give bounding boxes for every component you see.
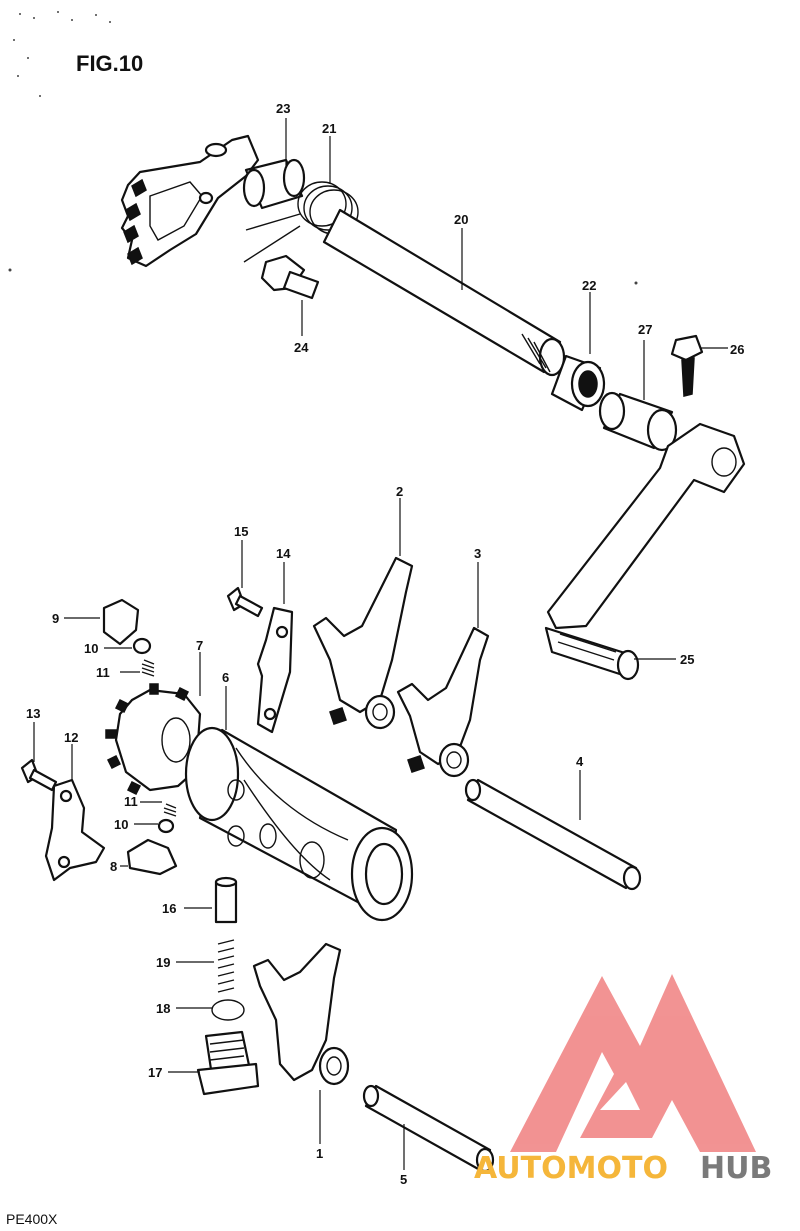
pawl-9 xyxy=(102,598,140,646)
part-label-18: 18 xyxy=(156,1001,170,1016)
pin-10-lower xyxy=(157,818,175,834)
part-label-13: 13 xyxy=(26,706,40,721)
part-label-16: 16 xyxy=(162,901,176,916)
watermark-logo xyxy=(510,974,756,1152)
shift-fork-shaft-5 xyxy=(362,1084,495,1173)
leader-lines xyxy=(33,118,728,1170)
kick-starter-lever-25 xyxy=(544,422,746,681)
part-label-2: 2 xyxy=(396,484,403,499)
part-label-14: 14 xyxy=(276,546,291,561)
part-label-7: 7 xyxy=(196,638,203,653)
cam-guide-plate-12 xyxy=(44,778,106,882)
part-label-10-lower: 10 xyxy=(114,817,128,832)
watermark-text-automoto: AUTOMOTO xyxy=(474,1151,668,1186)
model-code: PE400X xyxy=(6,1211,58,1227)
part-label-17: 17 xyxy=(148,1065,162,1080)
part-label-25: 25 xyxy=(680,652,694,667)
part-label-11-upper: 11 xyxy=(96,665,110,680)
part-label-11-lower: 11 xyxy=(124,794,138,809)
oil-seal-22 xyxy=(550,354,606,412)
part-label-20: 20 xyxy=(454,212,468,227)
part-label-15: 15 xyxy=(234,524,248,539)
spring-19 xyxy=(217,939,235,993)
bolt-24 xyxy=(260,254,320,300)
part-label-22: 22 xyxy=(582,278,596,293)
screw-13 xyxy=(20,758,58,792)
bolt-26 xyxy=(670,334,704,397)
part-label-1: 1 xyxy=(316,1146,323,1161)
scan-noise xyxy=(8,11,638,285)
stopper-16 xyxy=(214,876,238,924)
part-label-4: 4 xyxy=(576,754,584,769)
spacer-27 xyxy=(598,391,678,452)
pawl-8 xyxy=(126,838,178,876)
watermark-text-hub: HUB xyxy=(700,1151,772,1186)
screw-15 xyxy=(226,586,264,618)
figure-title: FIG.10 xyxy=(76,51,143,76)
plug-bolt-17 xyxy=(196,1030,260,1096)
cam-driven-gear-7 xyxy=(105,683,202,796)
spring-11-lower xyxy=(163,803,177,817)
gasket-18 xyxy=(211,999,245,1021)
part-label-10-upper: 10 xyxy=(84,641,98,656)
part-label-9: 9 xyxy=(52,611,59,626)
part-label-6: 6 xyxy=(222,670,229,685)
part-label-19: 19 xyxy=(156,955,170,970)
kick-shaft-20 xyxy=(322,208,566,377)
kick-ratchet-gear xyxy=(120,134,260,268)
shift-fork-2 xyxy=(312,556,414,730)
shift-fork-1 xyxy=(252,942,350,1086)
pin-10-upper xyxy=(132,637,152,655)
part-label-3: 3 xyxy=(474,546,481,561)
part-label-21: 21 xyxy=(322,121,336,136)
shift-fork-3 xyxy=(396,626,490,778)
part-label-12: 12 xyxy=(64,730,78,745)
stopper-plate-14 xyxy=(256,606,294,734)
part-label-23: 23 xyxy=(276,101,290,116)
part-label-24: 24 xyxy=(294,340,309,355)
part-label-5: 5 xyxy=(400,1172,407,1187)
kick-return-spring-21 xyxy=(243,181,359,263)
part-number-labels: 23 21 20 22 27 26 24 2 3 15 14 9 10 11 7… xyxy=(26,101,744,1187)
part-label-26: 26 xyxy=(730,342,744,357)
part-label-27: 27 xyxy=(638,322,652,337)
shaft-sleeve-23 xyxy=(242,158,306,210)
shift-fork-shaft-4 xyxy=(464,778,642,891)
spring-11-upper xyxy=(141,659,155,677)
part-label-8: 8 xyxy=(110,859,117,874)
gearshift-cam-6 xyxy=(184,726,414,922)
